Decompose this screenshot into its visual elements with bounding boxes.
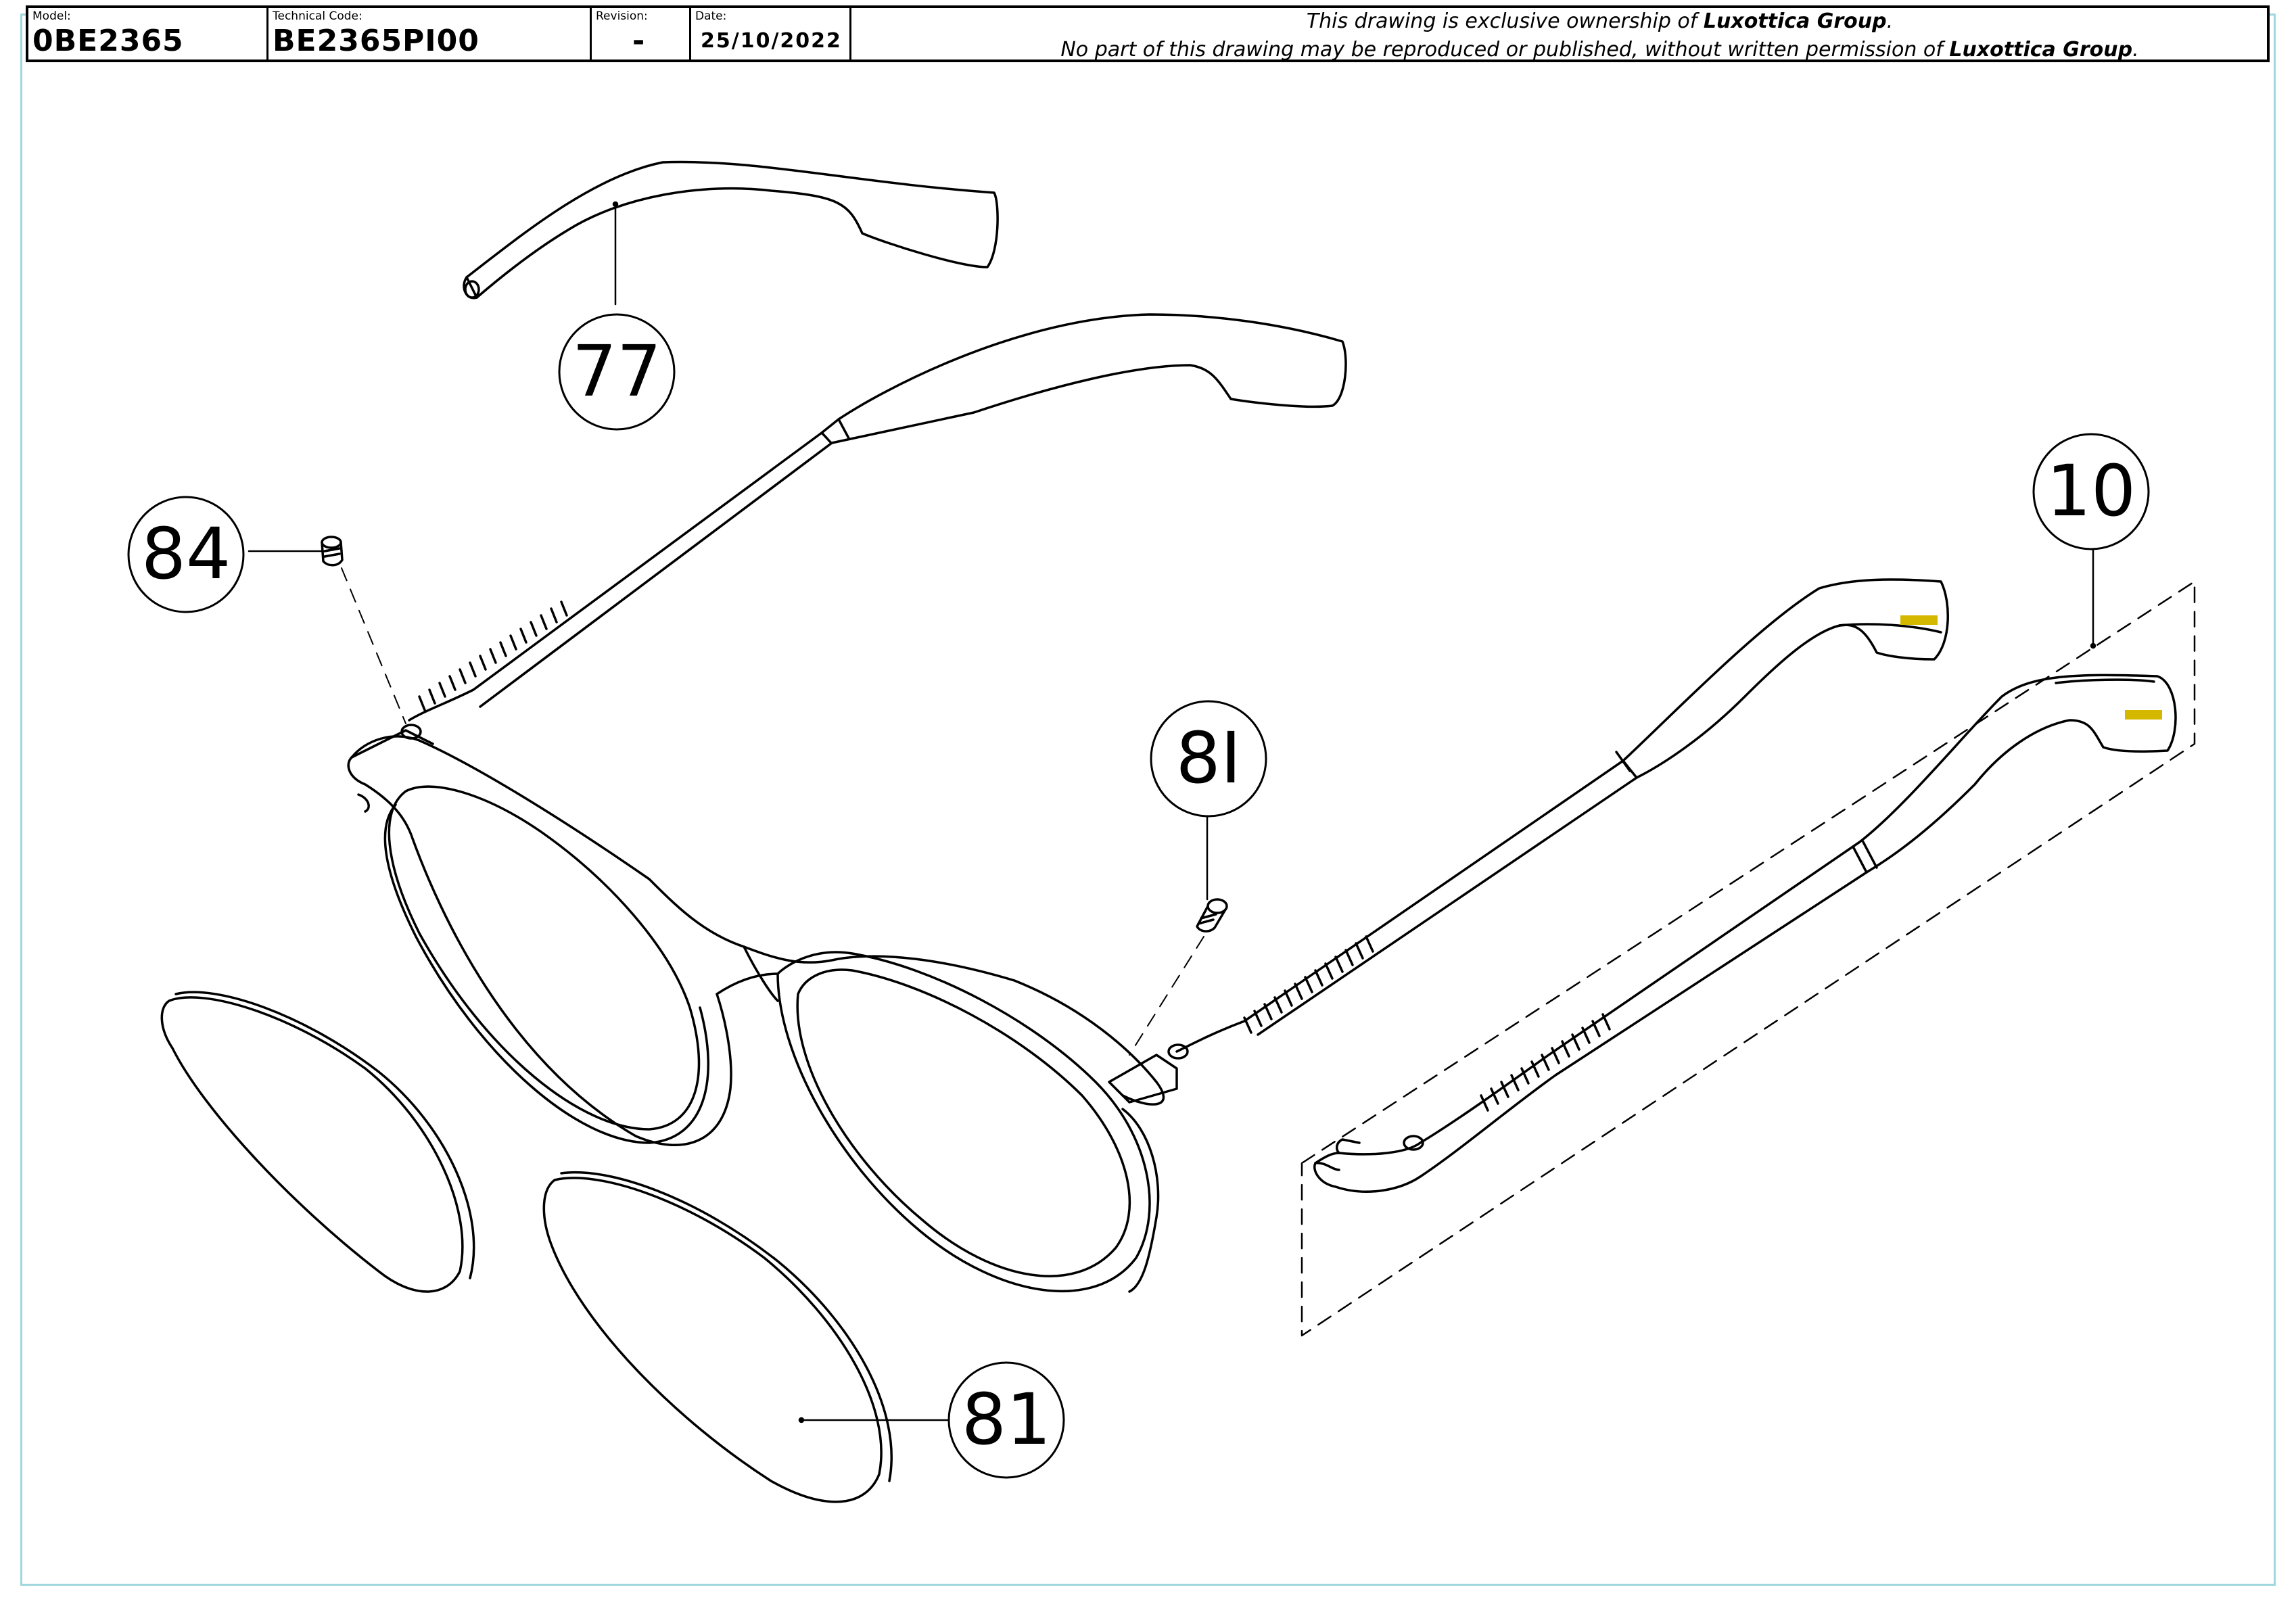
callout-77-label: 77 <box>572 330 661 413</box>
callout-84-label: 84 <box>141 513 231 595</box>
title-block: Model: 0BE2365 Technical Code: BE2365PI0… <box>26 5 2270 62</box>
screw-part <box>321 536 406 724</box>
leader-lines <box>248 201 2096 1423</box>
right-temple <box>408 313 1347 722</box>
notice-line-1: This drawing is exclusive ownership of L… <box>1306 9 1894 33</box>
lens-right <box>542 1171 893 1503</box>
callout-8I-label: 8I <box>1176 717 1242 799</box>
callout-77: 77 <box>558 313 676 431</box>
date-value: 25/10/2022 <box>701 29 842 53</box>
revision-cell: Revision: - <box>592 8 691 60</box>
temple-tip-part <box>463 160 999 300</box>
revision-value: - <box>632 24 646 58</box>
callout-84: 84 <box>127 496 245 613</box>
model-label: Model: <box>32 9 71 23</box>
notice-line-2: No part of this drawing may be reproduce… <box>1060 38 2139 62</box>
logo-mark <box>1900 615 1938 625</box>
callout-10: 10 <box>2032 433 2150 550</box>
company-name: Luxottica Group <box>1949 38 2133 62</box>
date-label: Date: <box>695 9 727 23</box>
callout-10-label: 10 <box>2046 450 2136 532</box>
left-temple <box>1175 578 1949 1053</box>
callout-81: 81 <box>947 1361 1065 1479</box>
model-cell: Model: 0BE2365 <box>28 8 268 60</box>
technical-code-value: BE2365PI00 <box>273 24 479 58</box>
technical-code-label: Technical Code: <box>273 9 362 23</box>
revision-label: Revision: <box>596 9 648 23</box>
hinge-screw-part <box>1129 898 1228 1056</box>
explode-box <box>1301 580 2196 1337</box>
callout-81-label: 81 <box>962 1378 1051 1461</box>
temple-assembly-part <box>1313 674 2177 1193</box>
logo-mark <box>2125 710 2162 720</box>
callout-8I: 8I <box>1150 700 1267 818</box>
ownership-notice: This drawing is exclusive ownership of L… <box>851 8 2267 62</box>
model-value: 0BE2365 <box>32 24 184 58</box>
company-name: Luxottica Group <box>1703 9 1887 33</box>
frame-front <box>347 724 1189 1293</box>
lens-left <box>160 991 475 1293</box>
date-cell: Date: 25/10/2022 <box>691 8 851 60</box>
technical-code-cell: Technical Code: BE2365PI00 <box>268 8 592 60</box>
